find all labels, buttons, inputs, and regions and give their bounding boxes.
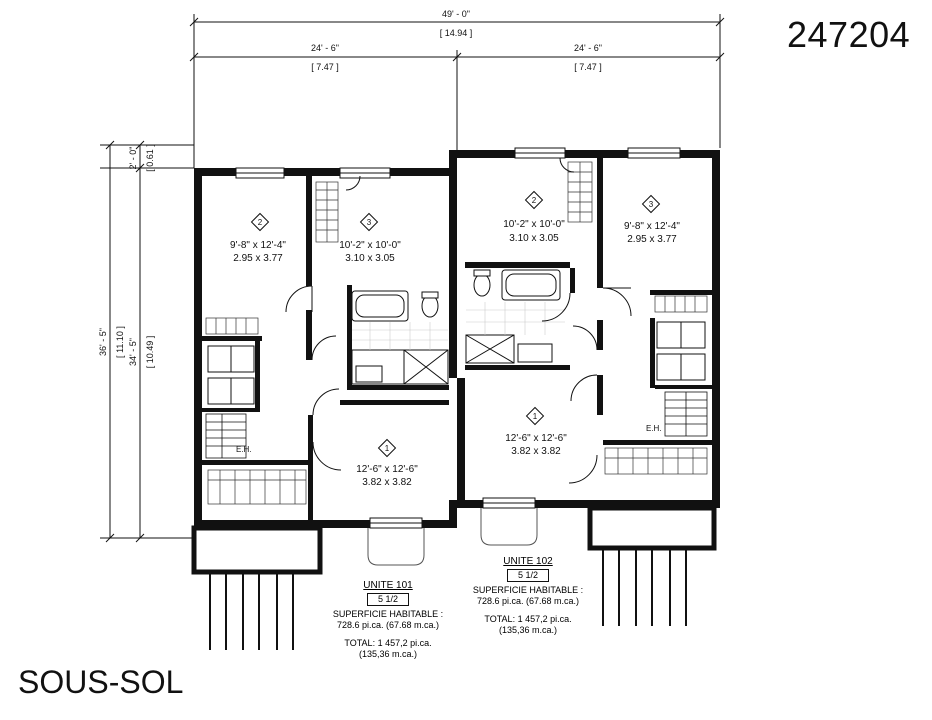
equipment-label-left: E.H. bbox=[236, 445, 252, 454]
dim-right-width-m: [ 7.47 ] bbox=[574, 62, 602, 72]
exterior-stairs bbox=[191, 505, 717, 650]
room-size-imperial: 12'-6" x 12'-6" bbox=[356, 464, 418, 475]
room-number: 3 bbox=[367, 218, 372, 227]
dim-overall-depth-m: [ 11.10 ] bbox=[115, 326, 125, 358]
room-number: 3 bbox=[649, 200, 654, 209]
closets bbox=[205, 161, 708, 505]
room-size-imperial: 9'-8" x 12'-4" bbox=[624, 221, 680, 232]
room-tag-left-c: 1 bbox=[377, 438, 397, 458]
dim-main-depth-m: [ 10.49 ] bbox=[145, 336, 155, 369]
room-tag-right-a: 2 bbox=[524, 190, 544, 210]
dim-overall-width-m: [ 14.94 ] bbox=[440, 28, 473, 38]
room-tag-right-c: 1 bbox=[525, 406, 545, 426]
stairs bbox=[205, 391, 708, 459]
room-size-metric: 3.10 x 3.05 bbox=[509, 233, 559, 244]
room-tag-right-b: 3 bbox=[641, 194, 661, 214]
room-size-imperial: 10'-2" x 10'-0" bbox=[503, 219, 565, 230]
bathrooms bbox=[351, 269, 561, 385]
floor-title: SOUS-SOL bbox=[18, 664, 184, 700]
unit-total-label: TOTAL: 1 457,2 pi.ca. bbox=[344, 638, 432, 648]
dim-left-width-m: [ 7.47 ] bbox=[311, 62, 339, 72]
laundry-units bbox=[207, 321, 706, 405]
room-number: 2 bbox=[258, 218, 263, 227]
dim-main-depth-ft: 34' - 5" bbox=[128, 338, 138, 366]
room-tag-left-b: 3 bbox=[359, 212, 379, 232]
sheet-number: 247204 bbox=[787, 14, 911, 55]
unit-info-102: UNITE 102 5 1/2 SUPERFICIE HABITABLE : 7… bbox=[458, 556, 598, 636]
door-swings bbox=[285, 157, 632, 484]
room-tag-left-a: 2 bbox=[250, 212, 270, 232]
unit-name: UNITE 102 bbox=[503, 556, 553, 567]
unit-type: 5 1/2 bbox=[366, 593, 410, 606]
interior-walls bbox=[202, 158, 712, 520]
unit-area-label: SUPERFICIE HABITABLE : bbox=[332, 609, 444, 619]
unit-total-label: TOTAL: 1 457,2 pi.ca. bbox=[484, 614, 572, 624]
room-number: 1 bbox=[385, 444, 390, 453]
dim-offset-m: [ 0.61 ] bbox=[145, 144, 155, 172]
windows bbox=[235, 147, 681, 529]
unit-name: UNITE 101 bbox=[363, 580, 413, 591]
unit-area-value: 728.6 pi.ca. (67.68 m.ca.) bbox=[476, 596, 580, 606]
room-number: 1 bbox=[533, 412, 538, 421]
room-size-metric: 3.10 x 3.05 bbox=[345, 253, 395, 264]
dimension-lines-top bbox=[189, 14, 725, 168]
exterior-walls bbox=[194, 150, 720, 528]
equipment-label-right: E.H. bbox=[646, 424, 662, 433]
dimension-lines-left bbox=[100, 140, 194, 543]
unit-info-101: UNITE 101 5 1/2 SUPERFICIE HABITABLE : 7… bbox=[318, 580, 458, 660]
dim-left-width-ft: 24' - 6" bbox=[311, 43, 339, 53]
unit-total-value: (135,36 m.ca.) bbox=[358, 649, 418, 659]
room-size-imperial: 12'-6" x 12'-6" bbox=[505, 433, 567, 444]
dim-overall-depth-ft: 36' - 5" bbox=[98, 328, 108, 356]
unit-area-value: 728.6 pi.ca. (67.68 m.ca.) bbox=[336, 620, 440, 630]
unit-total-value: (135,36 m.ca.) bbox=[498, 625, 558, 635]
room-size-metric: 3.82 x 3.82 bbox=[511, 446, 561, 457]
tile-pattern bbox=[352, 302, 565, 350]
room-size-metric: 2.95 x 3.77 bbox=[627, 234, 677, 245]
unit-area-label: SUPERFICIE HABITABLE : bbox=[472, 585, 584, 595]
room-number: 2 bbox=[532, 196, 537, 205]
dim-right-width-ft: 24' - 6" bbox=[574, 43, 602, 53]
room-size-imperial: 9'-8" x 12'-4" bbox=[230, 240, 286, 251]
room-size-imperial: 10'-2" x 10'-0" bbox=[339, 240, 401, 251]
dim-offset-ft: 2' - 0" bbox=[128, 147, 138, 170]
dim-overall-width-ft: 49' - 0" bbox=[442, 9, 470, 19]
unit-type: 5 1/2 bbox=[506, 569, 550, 582]
room-size-metric: 3.82 x 3.82 bbox=[362, 477, 412, 488]
window-wells bbox=[367, 508, 538, 566]
room-size-metric: 2.95 x 3.77 bbox=[233, 253, 283, 264]
